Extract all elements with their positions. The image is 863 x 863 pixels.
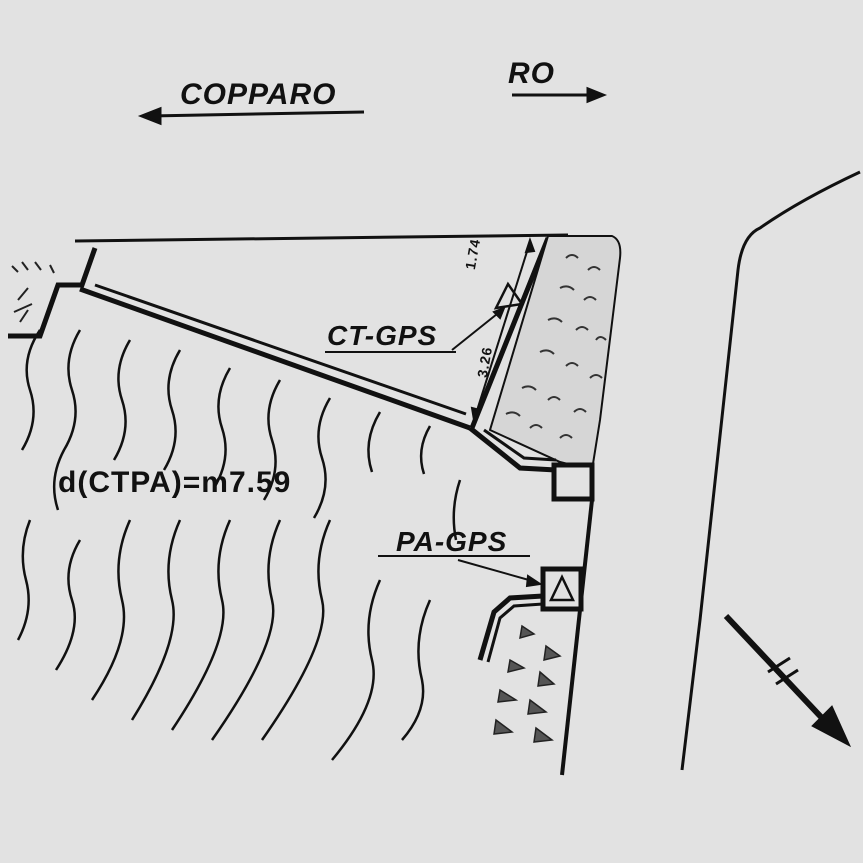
lower-vegetation — [493, 624, 562, 743]
dimension-line — [470, 236, 536, 423]
road-left-label: COPPARO — [180, 78, 337, 111]
ct-leader — [325, 306, 506, 353]
top-edge-line — [74, 233, 569, 243]
left-wall — [8, 247, 98, 339]
right-wall-upper — [469, 237, 551, 429]
ct-gps-label: CT-GPS — [327, 320, 438, 351]
pa-connector — [477, 593, 544, 661]
road-outline — [680, 170, 861, 771]
pa-gps-label: PA-GPS — [396, 526, 508, 557]
ct-connector-inner — [483, 428, 557, 462]
road-left-arrow — [137, 106, 365, 126]
right-boundary — [560, 499, 594, 776]
ct-gps-triangle-icon — [493, 281, 525, 310]
north-arrow-icon — [723, 613, 852, 748]
pa-gps-triangle-icon — [549, 574, 575, 602]
diagonal-wall — [79, 283, 471, 431]
ct-box — [551, 462, 595, 502]
ct-connector — [468, 426, 557, 473]
pa-leader — [378, 555, 543, 588]
road-right-label: RO — [508, 57, 555, 90]
vegetation-hatch — [505, 254, 607, 439]
right-vegetation-band — [488, 235, 622, 472]
pa-connector-inner — [486, 602, 544, 663]
left-hatching — [11, 261, 55, 323]
field-hatching — [16, 329, 462, 761]
road-right-arrow — [512, 86, 608, 104]
distance-label: d(CTPA)=m7.59 — [58, 466, 292, 499]
